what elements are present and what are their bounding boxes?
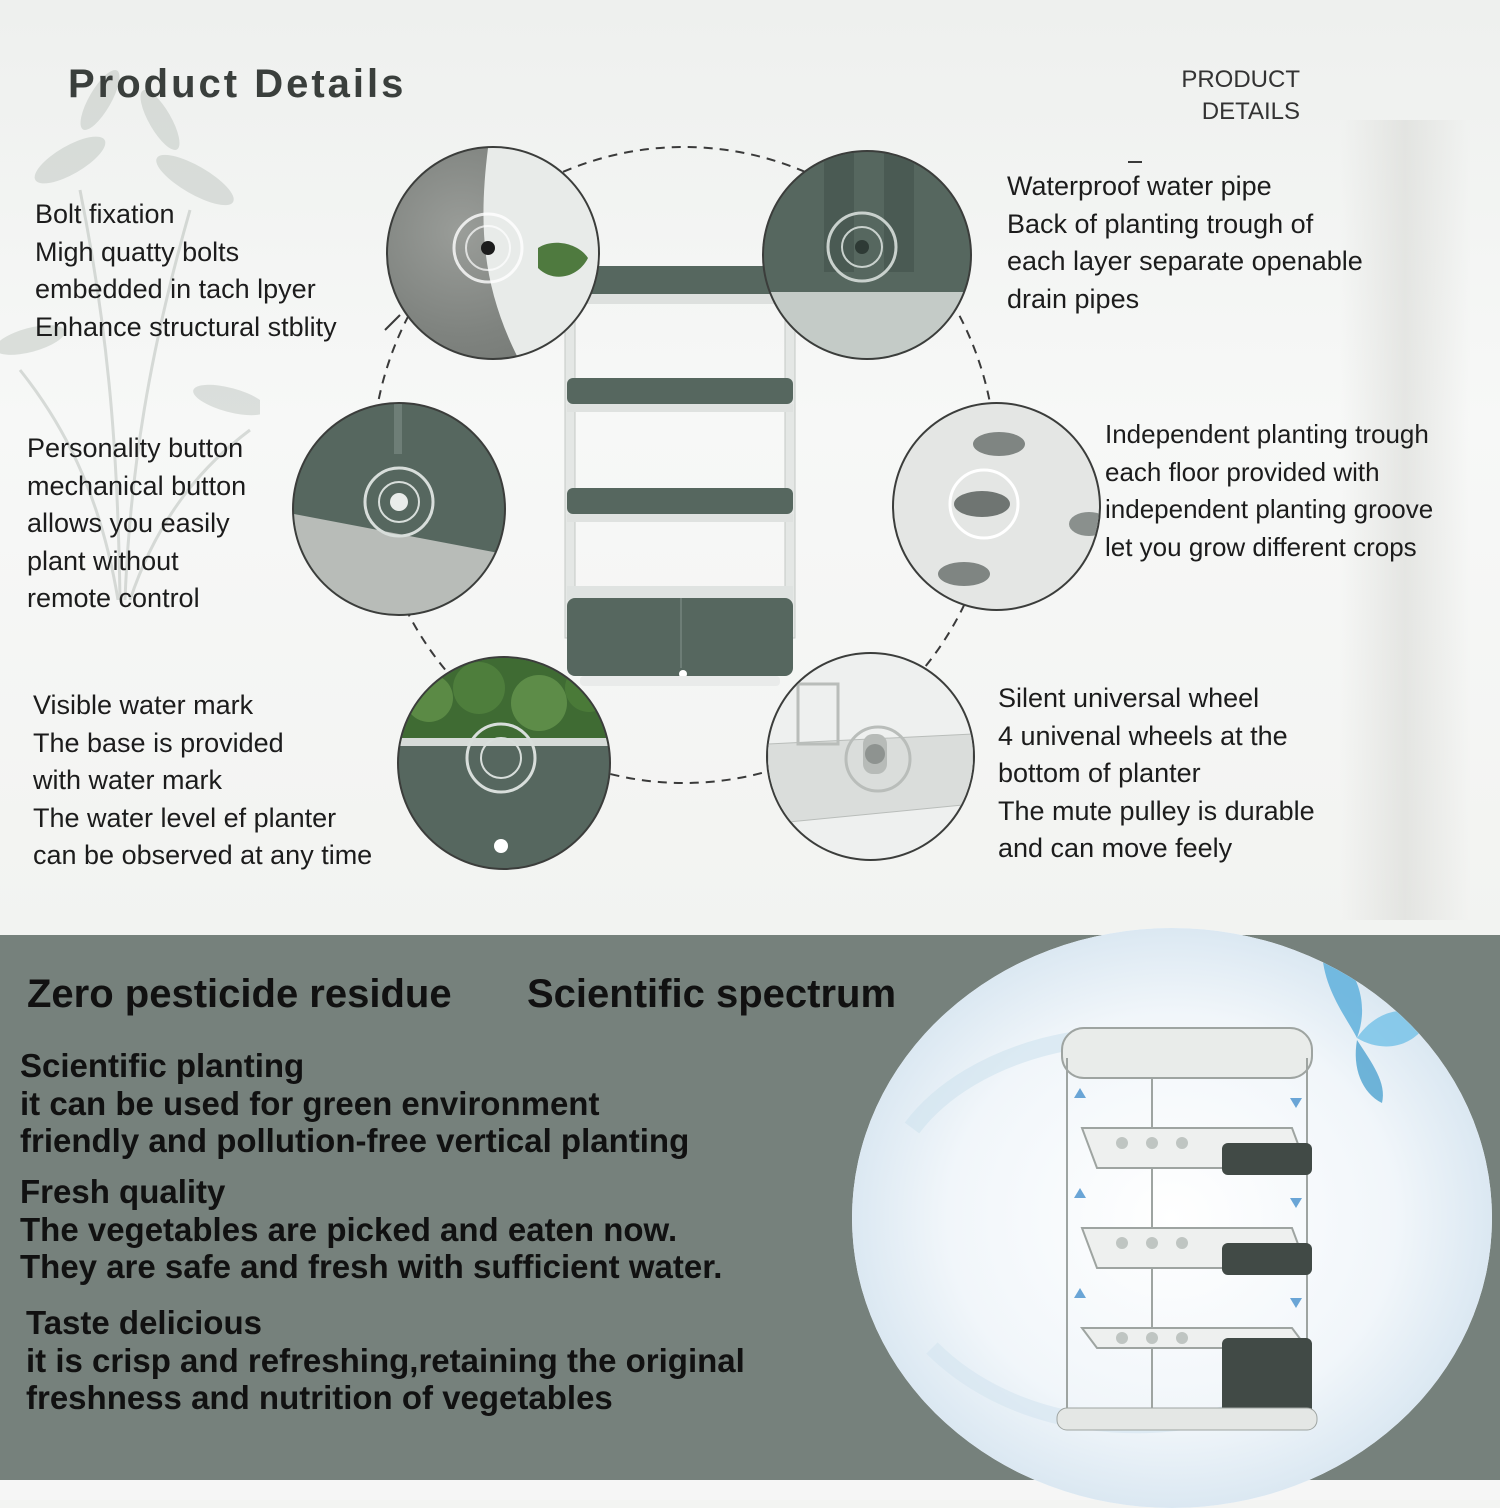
headline-scientific-spectrum: Scientific spectrum xyxy=(527,972,897,1016)
planter-product-image xyxy=(564,266,796,686)
trough-detail-image xyxy=(892,402,1101,611)
bolt-fixation-description: Bolt fixation Migh quatty bolts embedded… xyxy=(35,199,337,342)
product-details-section: Product Details PRODUCT DETAILS xyxy=(0,0,1500,935)
bolt-detail-image xyxy=(386,146,600,360)
planting-trough-description: Independent planting trough each floor p… xyxy=(1105,419,1434,562)
background-pillar xyxy=(1340,120,1470,920)
water-pipe-description: Waterproof water pipe Back of planting t… xyxy=(1007,171,1363,314)
feature-scientific-planting: Scientific planting it can be used for g… xyxy=(20,1047,690,1159)
page-title-secondary: PRODUCT DETAILS xyxy=(1181,66,1300,125)
headline-zero-pesticide: Zero pesticide residue xyxy=(27,972,452,1016)
feature-fresh-quality: Fresh quality The vegetables are picked … xyxy=(20,1173,723,1285)
drain-pipe-detail-image xyxy=(762,150,972,360)
page-title: Product Details xyxy=(68,62,407,106)
water-mark-description: Visible water mark The base is provided … xyxy=(33,690,373,870)
button-detail-image xyxy=(292,402,506,616)
feature-taste-delicious: Taste delicious it is crisp and refreshi… xyxy=(26,1304,745,1416)
background-plant-image xyxy=(0,70,260,600)
planter-transparent-image xyxy=(852,928,1492,1508)
wheel-detail-image xyxy=(766,652,975,861)
water-mark-detail-image xyxy=(397,656,611,870)
universal-wheel-description: Silent universal wheel 4 univenal wheels… xyxy=(998,683,1315,863)
button-description: Personality button mechanical button all… xyxy=(27,433,247,613)
